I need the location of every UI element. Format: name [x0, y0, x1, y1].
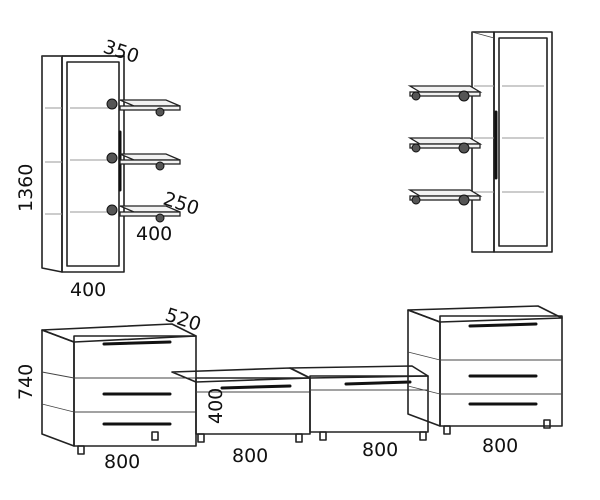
tv-module-1 — [171, 367, 311, 443]
dim-commode-depth: 520 — [162, 304, 203, 336]
dim-module-width-2: 800 — [232, 445, 268, 467]
dim-shelf-width: 400 — [136, 223, 172, 245]
dim-commode-height: 740 — [15, 364, 37, 400]
dim-module-width-1: 800 — [104, 451, 140, 473]
dim-tv-height: 400 — [205, 388, 227, 424]
commode-right — [407, 305, 563, 435]
dim-cab-left-depth: 350 — [100, 36, 141, 68]
dim-module-width-4: 800 — [482, 435, 518, 457]
wall-shelves-left — [106, 98, 181, 223]
wall-cabinet-right — [471, 31, 553, 253]
tv-module-2 — [289, 365, 429, 441]
wall-cabinet-left — [41, 55, 125, 273]
commode-left — [41, 323, 197, 455]
dim-module-width-3: 800 — [362, 439, 398, 461]
dim-cab-left-width: 400 — [70, 279, 106, 301]
wall-shelves-right — [407, 85, 483, 206]
dim-cab-left-height: 1360 — [15, 164, 37, 212]
